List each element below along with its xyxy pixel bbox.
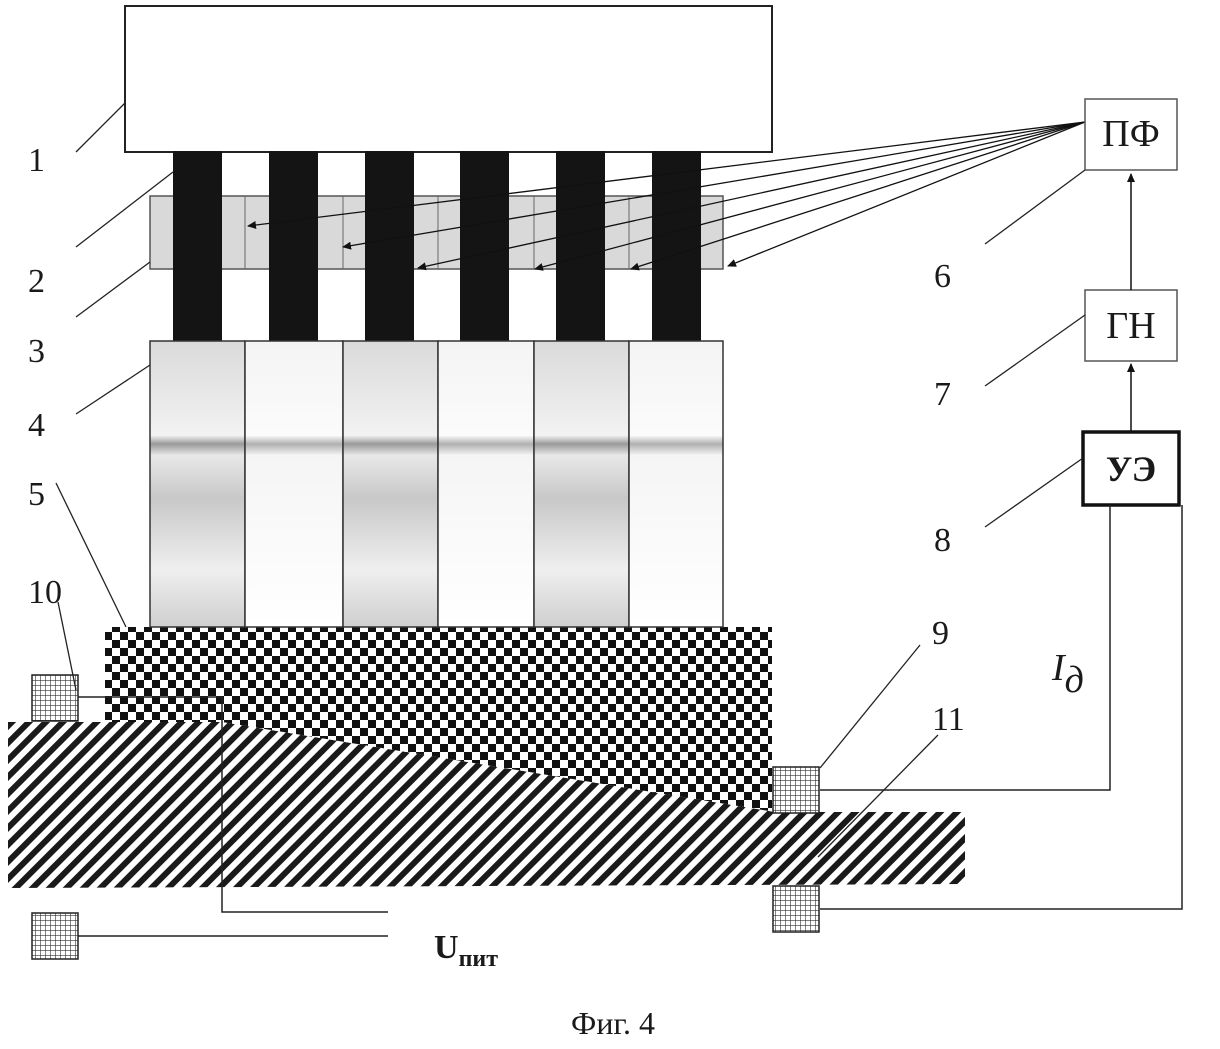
gn-block-label: ГН [1106,305,1155,347]
contact-10 [32,675,78,721]
contact-lower-left [32,913,78,959]
label-8: 8 [934,522,951,559]
wire-ue-to-contact-9 [820,505,1110,790]
pillar-2 [269,151,318,341]
label-1: 1 [28,142,45,179]
label-10: 10 [28,574,62,611]
vertical-strips [150,341,723,627]
label-7: 7 [934,376,951,413]
current-sub: д [1065,659,1084,701]
label-3: 3 [28,333,45,370]
top-block [125,6,772,152]
contact-9 [773,767,819,813]
supply-label: Uпит [434,929,498,972]
pillar-6 [652,151,701,341]
current-label: Iд [1051,647,1084,701]
label-9: 9 [932,615,949,652]
supply-main: U [434,929,459,966]
pillar-5 [556,151,605,341]
pf-block-label: ПФ [1102,113,1159,155]
label-11: 11 [932,701,965,738]
ue-block-label: УЭ [1106,449,1156,489]
supply-sub: пит [459,946,499,972]
pillar-1 [173,151,222,341]
pillar-3 [365,151,414,341]
contact-lower-right [773,886,819,932]
label-2: 2 [28,263,45,300]
label-5: 5 [28,476,45,513]
pillar-4 [460,151,509,341]
label-4: 4 [28,407,45,444]
gray-band [150,196,723,269]
figure-caption: Фиг. 4 [571,1005,655,1041]
label-6: 6 [934,258,951,295]
